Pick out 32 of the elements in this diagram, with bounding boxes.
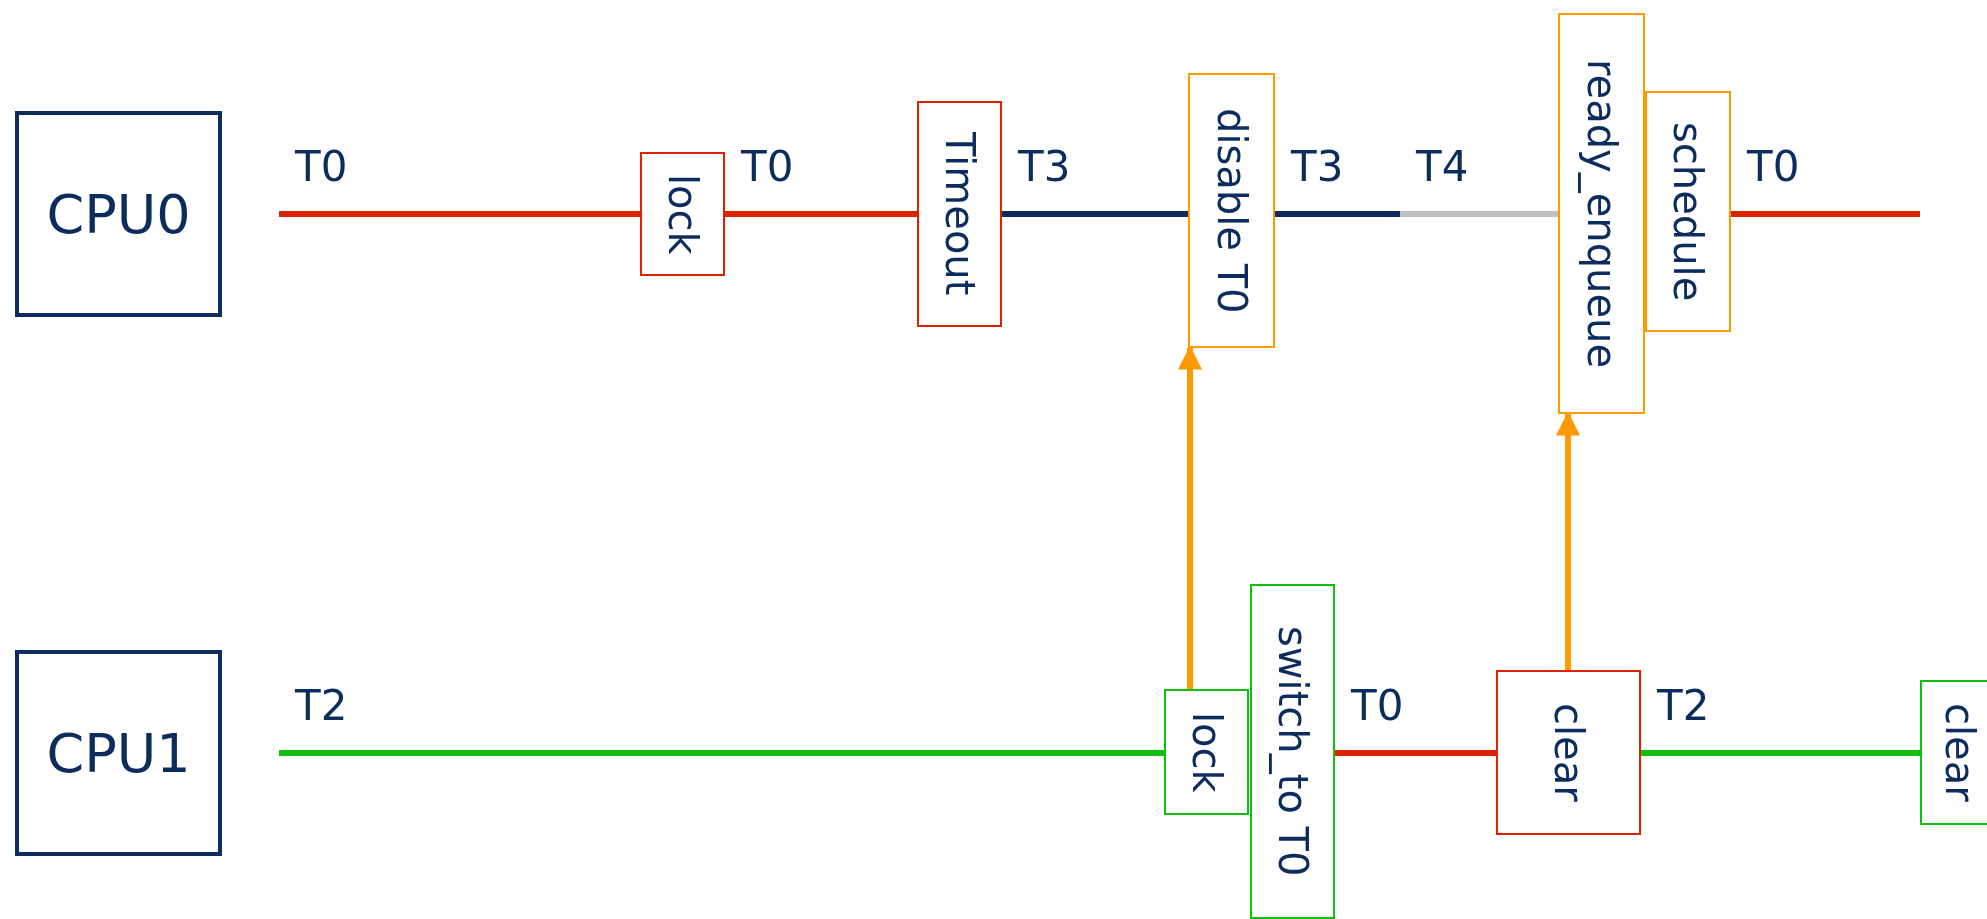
cpu-label: CPU1 [46, 721, 191, 785]
cpu-label: CPU0 [46, 182, 191, 246]
timeline-segment [1275, 211, 1400, 217]
timeline-segment [279, 211, 640, 217]
cpu-box [15, 111, 222, 317]
timeline-segment [1400, 211, 1558, 217]
timeline-segment [1641, 750, 1920, 756]
event-label: clear [1545, 703, 1592, 802]
timeline-segment [725, 211, 917, 217]
cpu-box [15, 650, 222, 856]
timeline-segment [279, 750, 1164, 756]
event-box [917, 101, 1002, 327]
event-label: Timeout [936, 132, 983, 296]
timeline-segment [1002, 211, 1188, 217]
event-label: switch_to T0 [1269, 626, 1316, 877]
event-box [1250, 584, 1335, 919]
timeline-segment [1731, 211, 1920, 217]
event-box [1164, 689, 1249, 815]
event-box [640, 152, 725, 276]
event-box [1496, 670, 1641, 835]
event-box [1558, 13, 1645, 414]
arrow [1178, 345, 1202, 689]
event-label: lock [1183, 711, 1230, 793]
event-label: schedule [1665, 121, 1711, 302]
event-box [1645, 91, 1731, 332]
event-box [1920, 680, 1987, 825]
event-box [1188, 73, 1275, 348]
timeline-segment [1335, 750, 1496, 756]
event-label: lock [659, 173, 706, 255]
event-label: ready_enqueue [1578, 59, 1625, 368]
event-label: clear [1937, 703, 1983, 802]
event-label: disable T0 [1208, 107, 1255, 314]
